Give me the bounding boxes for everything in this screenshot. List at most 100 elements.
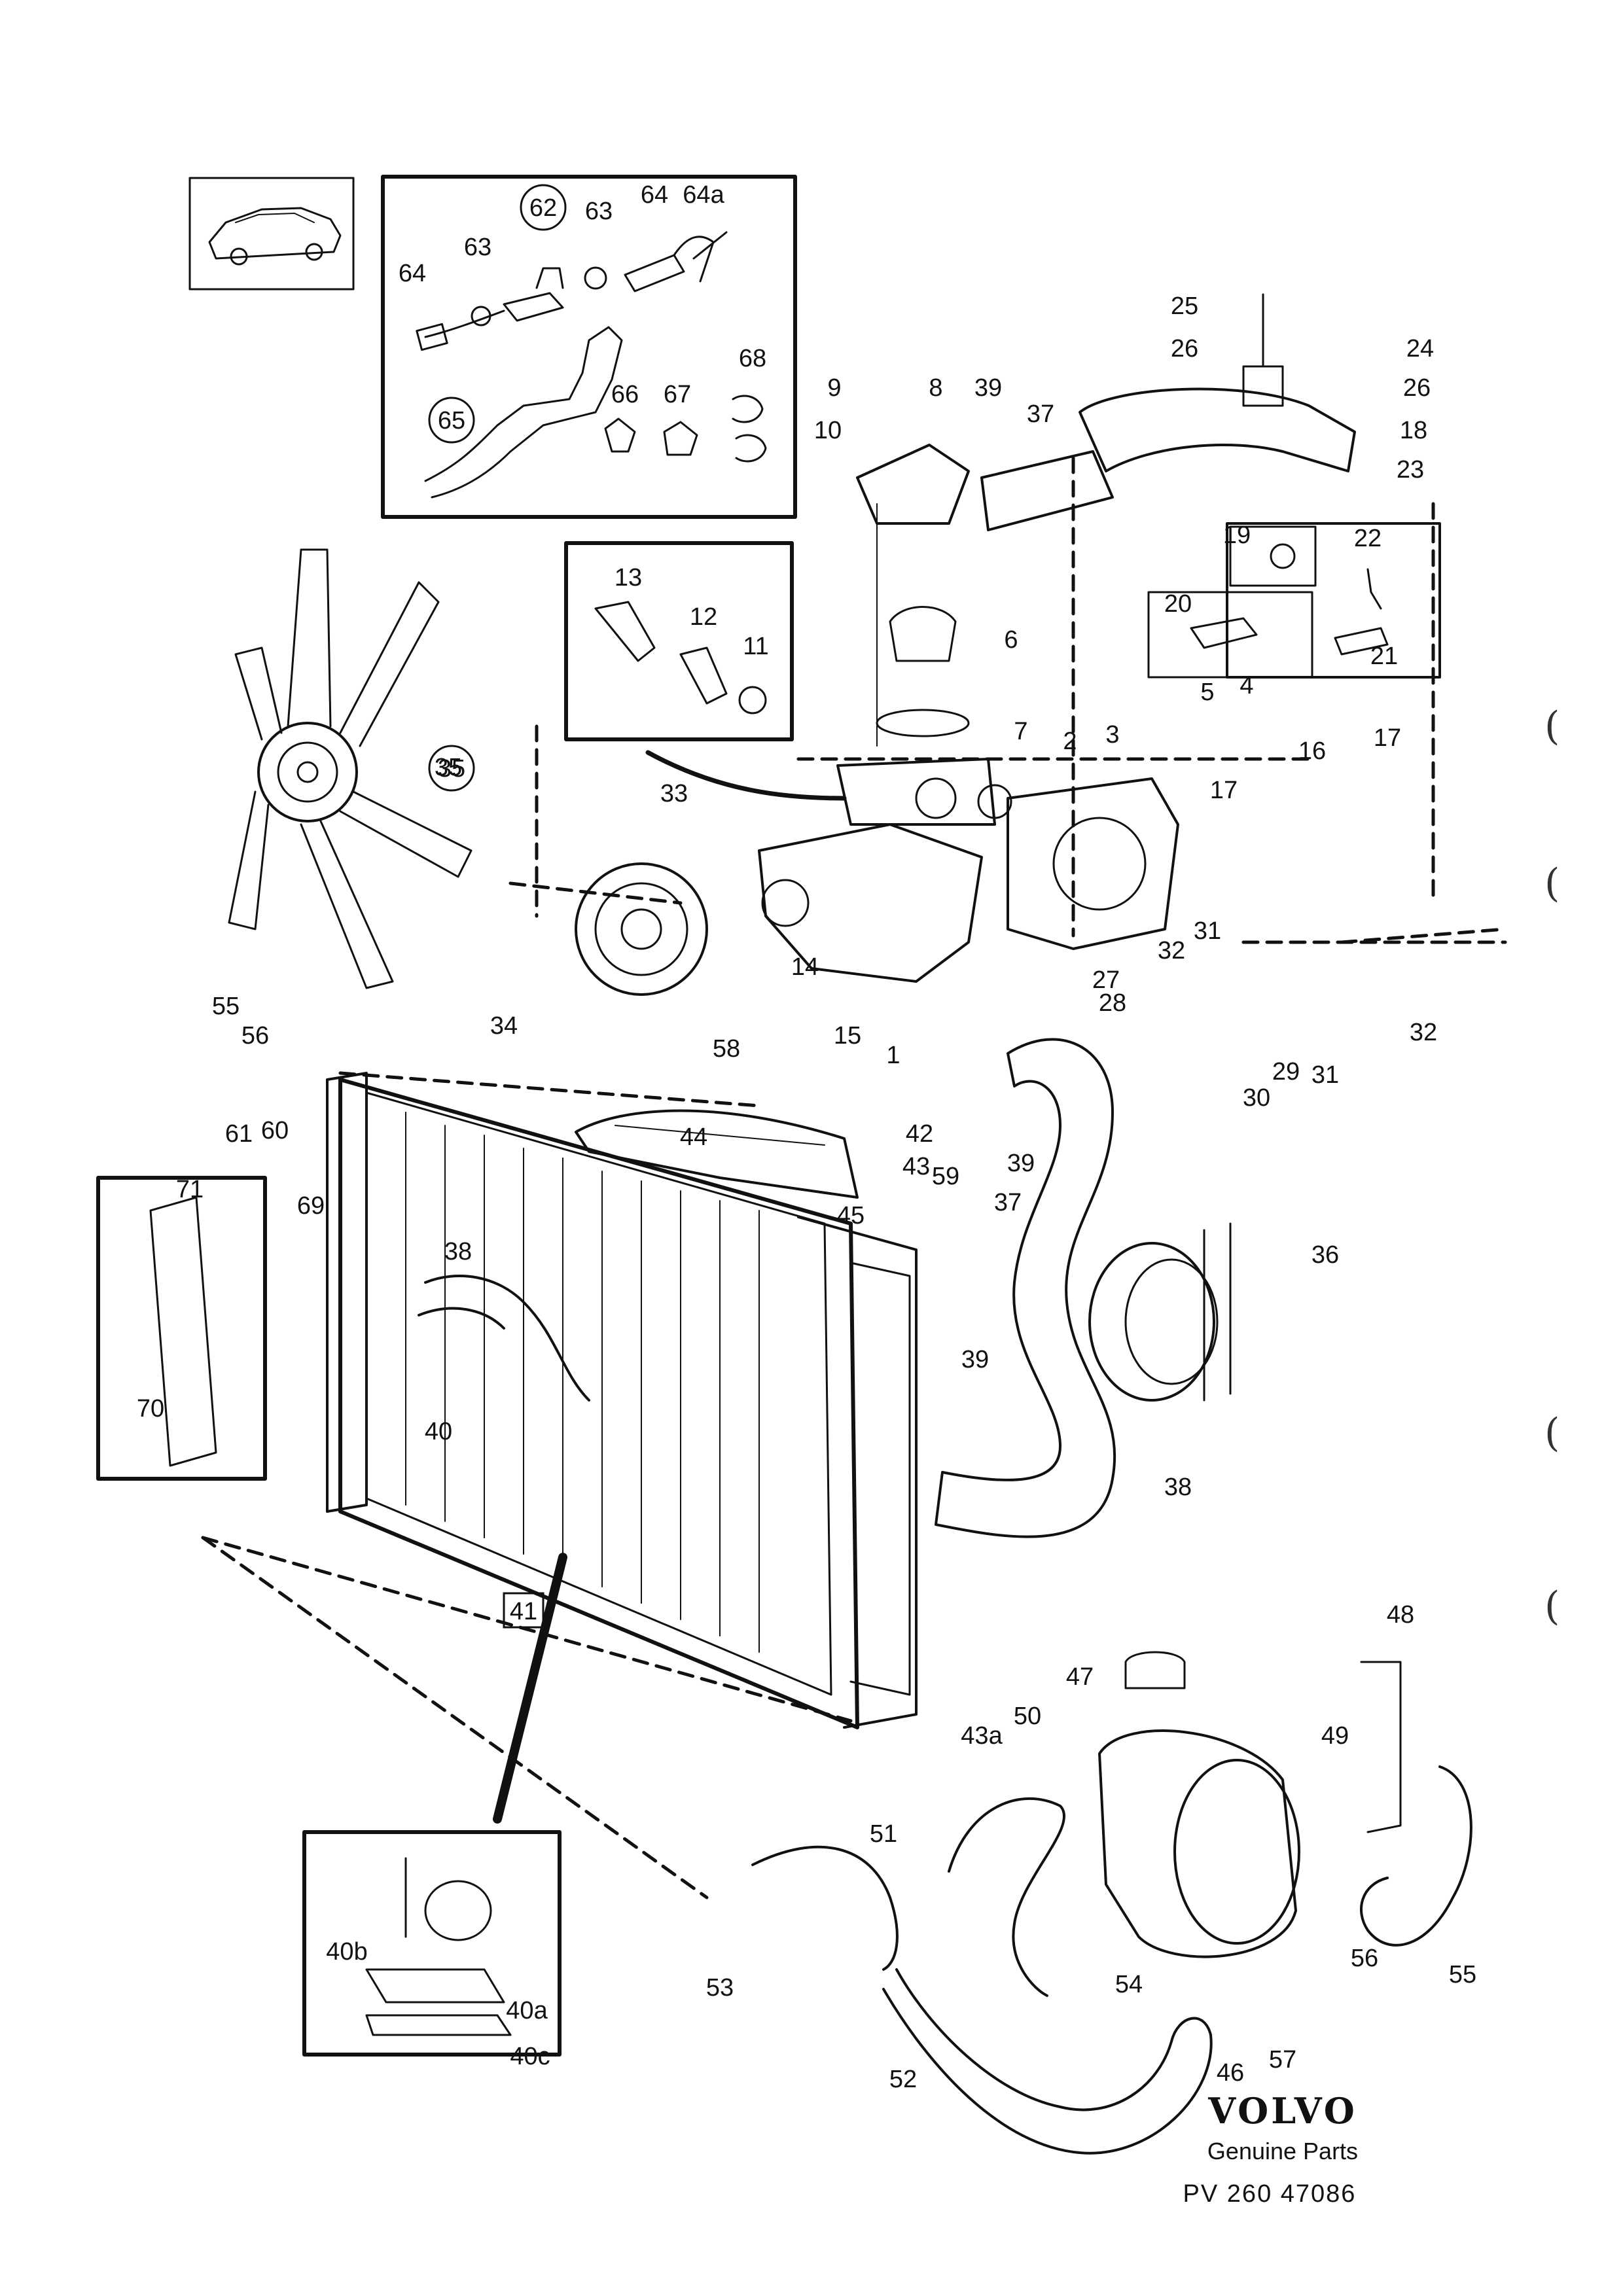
boxed-callouts: 41	[503, 1592, 544, 1629]
callout-57: 57	[1269, 2046, 1296, 2074]
callout-39: 39	[1007, 1150, 1035, 1177]
callout-63: 63	[585, 198, 613, 225]
callout-8: 8	[929, 374, 942, 402]
callout-25: 25	[1171, 292, 1198, 320]
callout-6: 6	[1004, 626, 1018, 654]
callout-38: 38	[1164, 1474, 1192, 1501]
water-pump	[575, 758, 1179, 996]
callout-60: 60	[261, 1117, 289, 1144]
upper-hose	[980, 293, 1356, 531]
circled-callout-35: 35	[428, 745, 475, 792]
callout-49: 49	[1321, 1722, 1349, 1750]
callout-54: 54	[1115, 1971, 1143, 1998]
callout-26: 26	[1403, 374, 1431, 402]
callout-20: 20	[1164, 590, 1192, 618]
callout-56: 56	[241, 1022, 269, 1050]
callout-24: 24	[1406, 335, 1434, 362]
callout-number: 35	[438, 755, 465, 783]
callout-7: 7	[1014, 718, 1027, 745]
callout-23: 23	[1397, 456, 1424, 484]
callout-29: 29	[1272, 1058, 1300, 1086]
callout-39: 39	[974, 374, 1002, 402]
boxed-callout-41: 41	[503, 1592, 544, 1629]
callout-32: 32	[1410, 1019, 1437, 1046]
inset-box-sensors	[1147, 522, 1441, 679]
callout-1: 1	[886, 1042, 900, 1069]
callout-42: 42	[906, 1120, 933, 1148]
circled-callout-65: 65	[428, 397, 475, 444]
callout-43: 43	[902, 1153, 930, 1180]
callout-circle	[520, 184, 567, 231]
dashed-leaders	[201, 456, 1507, 1899]
callout-number: 41	[510, 1598, 537, 1625]
callout-33: 33	[660, 780, 688, 807]
callout-2: 2	[1063, 728, 1077, 755]
callout-5: 5	[1200, 679, 1214, 706]
callout-14: 14	[791, 953, 819, 981]
callout-26: 26	[1171, 335, 1198, 362]
callout-9: 9	[827, 374, 841, 402]
inset-box-radiator-mount	[302, 1830, 562, 2057]
callout-37: 37	[994, 1189, 1022, 1216]
callout-circle	[428, 745, 475, 792]
callout-27: 27	[1092, 966, 1120, 994]
callout-box	[503, 1592, 544, 1629]
callout-67: 67	[664, 381, 691, 408]
callout-50: 50	[1014, 1703, 1041, 1730]
margin-mark: (	[1544, 1410, 1560, 1456]
part-diagram-code: PV 260 47086	[1183, 2180, 1357, 2208]
callout-37: 37	[1027, 400, 1054, 428]
callout-40a: 40a	[506, 1997, 548, 2024]
callout-13: 13	[615, 564, 642, 592]
callout-43a: 43a	[961, 1722, 1003, 1750]
callout-28: 28	[1099, 989, 1126, 1017]
callout-63: 63	[464, 234, 491, 261]
callout-circle	[428, 397, 475, 444]
callout-56: 56	[1351, 1945, 1378, 1972]
callout-44: 44	[680, 1123, 707, 1151]
callout-64a: 64a	[683, 181, 724, 209]
car-thumbnail	[188, 177, 355, 291]
callout-46: 46	[1217, 2059, 1244, 2087]
callout-48: 48	[1387, 1601, 1414, 1629]
callout-55: 55	[212, 993, 240, 1020]
callout-15: 15	[834, 1022, 861, 1050]
callout-number: 65	[438, 407, 465, 434]
callout-71: 71	[176, 1176, 204, 1203]
expansion-tank	[1098, 1651, 1472, 1958]
callout-64: 64	[399, 260, 426, 287]
callout-59: 59	[932, 1163, 959, 1190]
thermostat-housing	[856, 444, 970, 747]
callout-52: 52	[889, 2066, 917, 2093]
callout-68: 68	[739, 345, 766, 372]
callout-17: 17	[1210, 777, 1238, 804]
callout-47: 47	[1066, 1663, 1094, 1691]
callout-66: 66	[611, 381, 639, 408]
callout-22: 22	[1354, 525, 1382, 552]
callout-40c: 40c	[510, 2043, 550, 2070]
callout-3: 3	[1105, 721, 1119, 749]
brand-subtitle: Genuine Parts	[1207, 2138, 1358, 2164]
inset-box-heater-valve	[381, 175, 797, 519]
bottom-hoses	[751, 1797, 1213, 2155]
margin-mark: (	[1544, 1583, 1560, 1629]
callout-30: 30	[1243, 1084, 1270, 1112]
diagram-artwork	[96, 175, 1507, 2155]
crank-pulley	[1088, 1222, 1232, 1402]
callout-40b: 40b	[326, 1938, 367, 1966]
inset-box-side-panel	[96, 1176, 267, 1481]
callout-35: 35	[435, 754, 462, 781]
circled-callout-62: 62	[520, 184, 567, 231]
callout-31: 31	[1194, 917, 1221, 945]
callout-11: 11	[743, 633, 768, 660]
callout-53: 53	[706, 1974, 734, 2002]
callout-55: 55	[1449, 1961, 1476, 1988]
margin-mark: (	[1544, 703, 1560, 749]
callout-32: 32	[1158, 937, 1185, 964]
callout-61: 61	[225, 1120, 253, 1148]
callout-34: 34	[490, 1012, 518, 1040]
callout-17: 17	[1374, 724, 1401, 752]
callout-38: 38	[444, 1238, 472, 1265]
